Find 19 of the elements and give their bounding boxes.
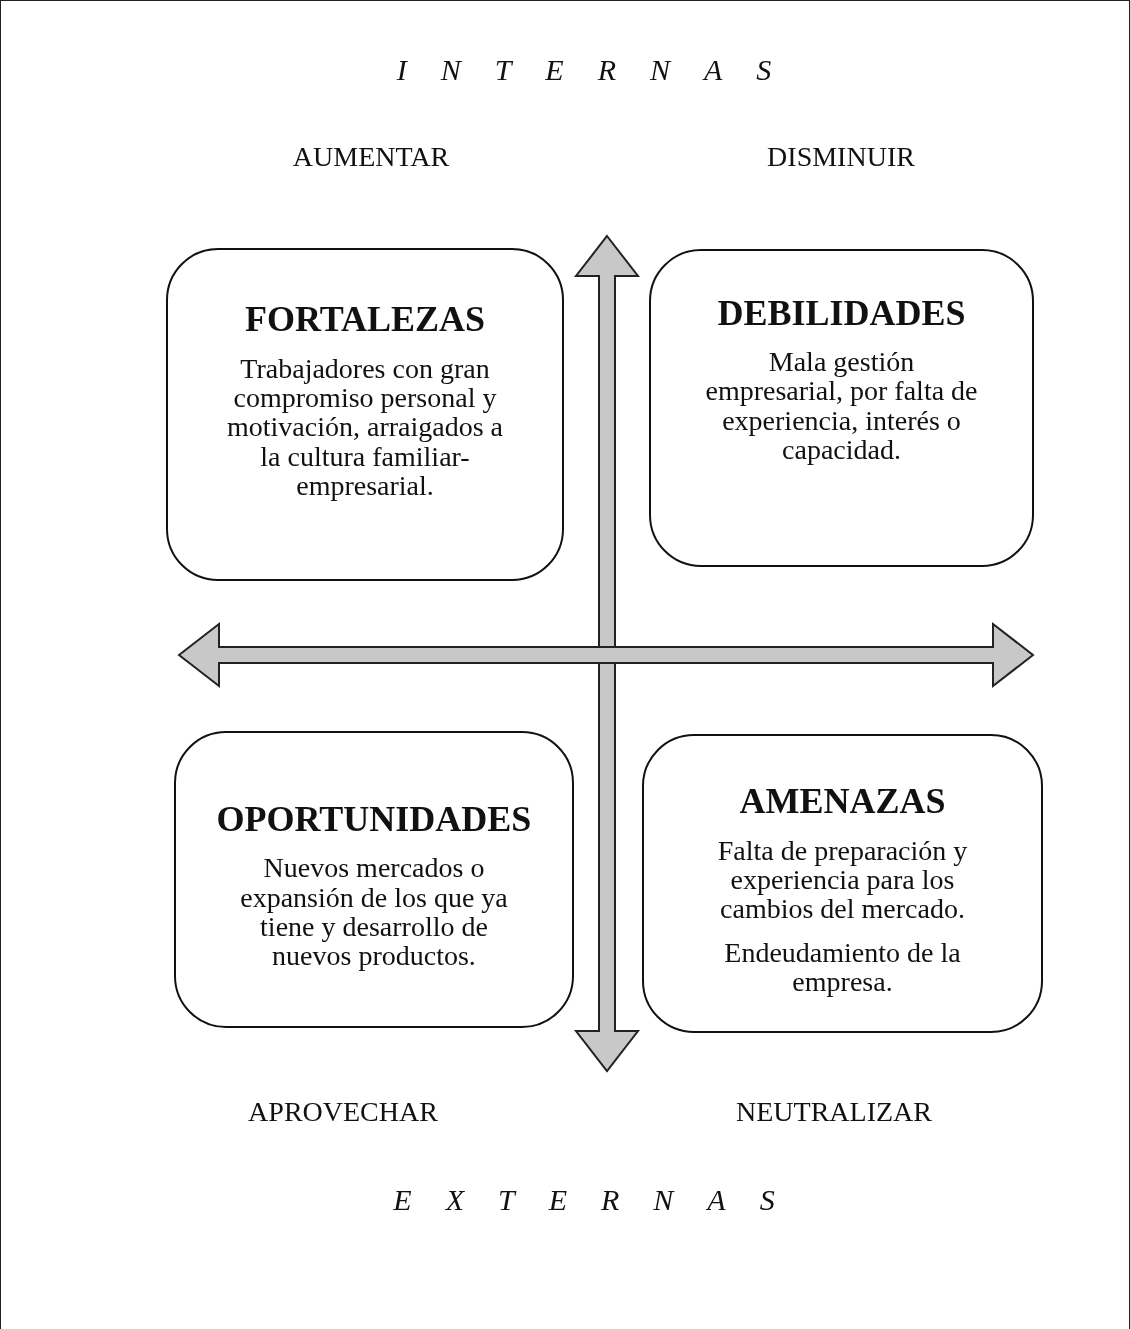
axis-heading: INTERNAS — [396, 53, 806, 87]
quadrant-description: Nuevos mercados o expansión de los que ya tiene y desarrollo de nuevos productos. — [239, 853, 509, 971]
axis-label: APROVECHAR — [248, 1096, 438, 1128]
axis-label: DISMINUIR — [767, 141, 915, 173]
axis-heading: EXTERNAS — [393, 1183, 809, 1217]
quadrant-heading: AMENAZAS — [739, 780, 946, 824]
quadrant-card — [166, 248, 564, 581]
axis-label: NEUTRALIZAR — [736, 1096, 932, 1128]
quadrant-heading: OPORTUNIDADES — [216, 798, 532, 842]
quadrant-description: Trabajadores con gran compromiso personal y motivación, arraigados a la cultura familiar-empresarial. — [226, 353, 504, 501]
quadrant-card — [649, 249, 1034, 567]
axis-label: AUMENTAR — [292, 141, 450, 173]
quadrant-card — [174, 731, 574, 1028]
quadrant-description: Mala gestión empresarial, por falta de experiencia, interés o capacidad. — [704, 346, 979, 465]
quadrant-description: Falta de preparación y experiencia para los cambios del mercado. — [716, 835, 969, 924]
quadrant-description: Endeudamiento de la empresa. — [723, 937, 962, 997]
quadrant-card — [642, 734, 1043, 1033]
quadrant-heading: DEBILIDADES — [717, 291, 966, 335]
quadrant-heading: FORTALEZAS — [244, 298, 486, 342]
